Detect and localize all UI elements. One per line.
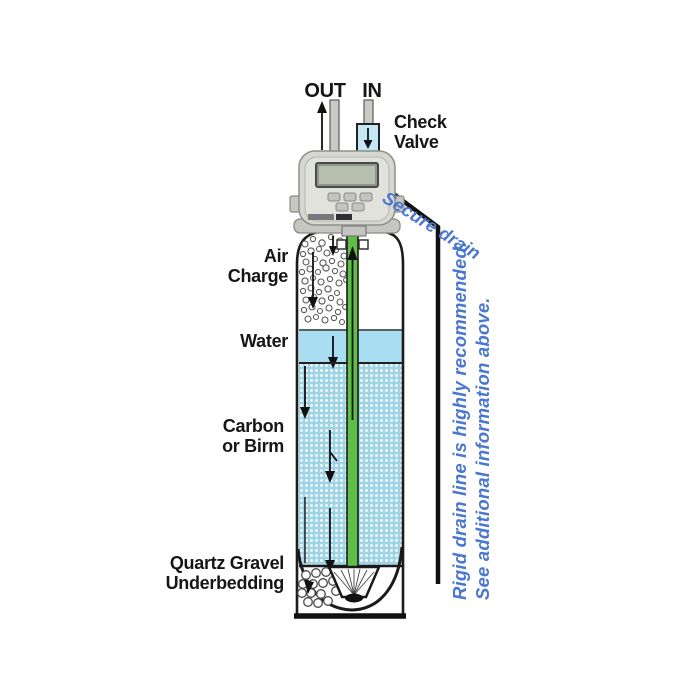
out-label: OUT xyxy=(304,80,346,102)
air-bubbles xyxy=(298,233,350,326)
riser-fitting-right xyxy=(358,239,369,250)
carbon-label-line2: or Birm xyxy=(222,436,284,457)
lcd-screen xyxy=(319,166,375,184)
gravel-flow-arrow xyxy=(304,580,314,594)
riser-fitting-left xyxy=(336,239,347,250)
carbon-or-birm-label: Carbon or Birm xyxy=(154,416,284,456)
out-pipe xyxy=(329,99,340,157)
distributor-funnel xyxy=(327,565,381,603)
quartz-gravel-label: Quartz Gravel Underbedding xyxy=(124,553,285,594)
head-brand-label xyxy=(308,214,334,220)
media-flow-arrows xyxy=(300,366,338,572)
air-charge-label-line2: Charge xyxy=(227,266,289,287)
water-label: Water xyxy=(240,331,288,351)
control-head xyxy=(289,150,405,237)
air-charge-label-line1: Air xyxy=(263,246,288,266)
head-buttons xyxy=(327,192,373,212)
drain-note: Rigid drain line is highly recommended. … xyxy=(448,240,494,600)
out-flow-arrow xyxy=(317,101,327,150)
carbon-label-line1: Carbon xyxy=(222,416,285,436)
drain-note-line2: See additional information above. xyxy=(472,297,493,600)
check-valve-label: Check Valve xyxy=(394,112,474,152)
in-flow-arrow xyxy=(363,128,373,149)
check-valve-label-line2: Valve xyxy=(394,132,439,153)
in-label: IN xyxy=(362,80,382,102)
drain-line xyxy=(385,187,441,584)
air-charge-label: Air Charge xyxy=(168,246,289,287)
head-tank-connector xyxy=(341,225,367,237)
in-pipe xyxy=(363,99,374,127)
air-flow-arrows xyxy=(308,236,337,309)
drain-note-line1: Rigid drain line is highly recommended. xyxy=(449,241,470,600)
check-valve-label-line1: Check xyxy=(394,112,447,132)
riser-up-arrow xyxy=(347,246,358,420)
head-model-label xyxy=(336,214,352,220)
gravel-label-line1: Quartz Gravel xyxy=(169,553,284,573)
gravel-label-line2: Underbedding xyxy=(165,573,285,594)
